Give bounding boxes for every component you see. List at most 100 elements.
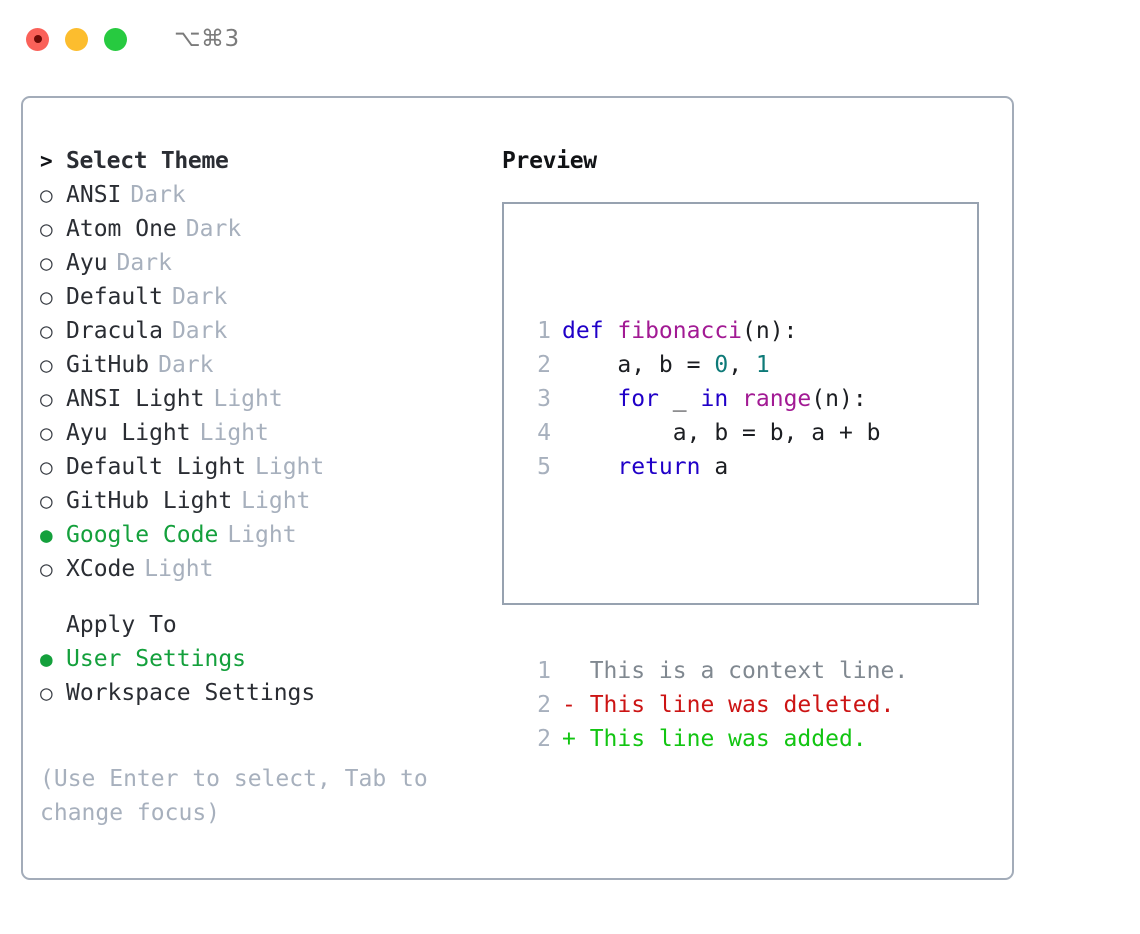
theme-variant-tag: Dark xyxy=(171,284,228,310)
diff-line: 1 This is a context line. xyxy=(522,654,908,688)
code-token-plain xyxy=(562,386,617,412)
code-token-plain xyxy=(562,454,617,480)
diff-line-text: - This line was deleted. xyxy=(562,692,895,718)
theme-option-label: XCode xyxy=(66,556,136,582)
code-line-text: for _ in range(n): xyxy=(562,382,867,416)
code-line-number: 2 xyxy=(537,352,551,378)
code-token-kw: for xyxy=(617,386,659,412)
diff-line-text: This is a context line. xyxy=(562,658,909,684)
theme-variant-tag: Dark xyxy=(185,216,242,242)
theme-option-label: ANSI Light xyxy=(66,386,205,412)
theme-variant-tag: Light xyxy=(144,556,214,582)
code-line-text: a, b = b, a + b xyxy=(562,416,881,450)
radio-unselected-icon: ○ xyxy=(40,421,53,445)
radio-unselected-icon: ○ xyxy=(40,285,53,309)
preview-title: Preview xyxy=(502,148,597,174)
theme-option-label: Google Code xyxy=(66,522,219,548)
theme-option-row[interactable]: ○ Default Dark xyxy=(40,284,500,318)
apply-to-option-label: User Settings xyxy=(66,646,247,672)
radio-unselected-icon: ○ xyxy=(40,251,53,275)
code-line-number: 1 xyxy=(537,318,551,344)
theme-option-label: Ayu xyxy=(66,250,108,276)
apply-to-option-label: Workspace Settings xyxy=(66,680,316,706)
close-dot-inner xyxy=(33,35,42,43)
theme-option-label: GitHub Light xyxy=(66,488,233,514)
code-token-kw: in xyxy=(700,386,729,412)
code-token-plain: (n): xyxy=(811,386,867,412)
theme-option-row[interactable]: ○ GitHub Light Light xyxy=(40,488,500,522)
radio-selected-icon: ● xyxy=(40,647,53,671)
radio-unselected-icon: ○ xyxy=(40,183,53,207)
code-token-plain xyxy=(728,386,742,412)
code-token-plain: a xyxy=(700,454,729,480)
minimize-window-icon[interactable] xyxy=(65,27,88,51)
zoom-window-icon[interactable] xyxy=(104,27,127,51)
traffic-light-buttons xyxy=(26,27,127,51)
theme-option-row[interactable]: ○ ANSI Light Light xyxy=(40,386,500,420)
code-line-number: 3 xyxy=(537,386,551,412)
theme-option-label: Dracula xyxy=(66,318,163,344)
code-line: 4 a, b = b, a + b xyxy=(522,416,908,450)
code-token-kw: def xyxy=(562,318,618,344)
radio-selected-icon: ● xyxy=(40,523,53,547)
theme-variant-tag: Light xyxy=(213,386,283,412)
code-token-kw: return xyxy=(617,454,701,480)
theme-option-label: Atom One xyxy=(66,216,177,242)
code-token-plain: (n): xyxy=(742,318,798,344)
theme-variant-tag: Light xyxy=(199,420,269,446)
select-theme-header: > Select Theme xyxy=(40,148,500,182)
keyboard-hint-text: (Use Enter to select, Tab to change focu… xyxy=(40,766,442,826)
code-token-fn: range xyxy=(742,386,812,412)
code-blank-line xyxy=(522,552,908,586)
theme-option-row[interactable]: ○ Default Light Light xyxy=(40,454,500,488)
theme-variant-tag: Light xyxy=(255,454,325,480)
keyboard-shortcut-label: ⌥⌘3 xyxy=(174,26,240,52)
theme-option-label: Default xyxy=(66,284,163,310)
radio-unselected-icon: ○ xyxy=(40,455,53,479)
diff-line-text: + This line was added. xyxy=(562,726,867,752)
code-token-plain: a, b = xyxy=(562,352,715,378)
diff-line-number: 2 xyxy=(537,726,551,752)
radio-unselected-icon: ○ xyxy=(40,489,53,513)
code-line: 5 return a xyxy=(522,450,908,484)
apply-to-option-row[interactable]: ○ Workspace Settings xyxy=(40,680,500,714)
theme-option-row[interactable]: ○ XCode Light xyxy=(40,556,500,590)
code-line-number: 4 xyxy=(537,420,551,446)
radio-unselected-icon: ○ xyxy=(40,557,53,581)
code-token-num: 1 xyxy=(755,352,770,378)
section-spacer xyxy=(40,590,500,612)
theme-variant-tag: Dark xyxy=(116,250,172,276)
code-token-plain: a, b = b, a + b xyxy=(562,420,881,446)
radio-unselected-icon: ○ xyxy=(40,319,53,343)
code-line-text: return a xyxy=(562,450,728,484)
apply-to-header: ○ Apply To xyxy=(40,612,500,646)
theme-option-label: Default Light xyxy=(66,454,247,480)
apply-to-title: Apply To xyxy=(66,612,177,638)
radio-unselected-icon: ○ xyxy=(40,387,53,411)
diff-line-list: 1 This is a context line. 2 - This line wa… xyxy=(522,654,908,756)
prompt-caret-icon: > xyxy=(40,149,53,173)
radio-unselected-icon: ○ xyxy=(40,681,53,705)
apply-to-option-row[interactable]: ● User Settings xyxy=(40,646,500,680)
theme-option-label: ANSI xyxy=(66,182,122,208)
theme-variant-tag: Light xyxy=(241,488,311,514)
diff-line-number: 1 xyxy=(537,658,551,684)
theme-option-row[interactable]: ○ Ayu Dark xyxy=(40,250,500,284)
close-window-icon[interactable] xyxy=(26,27,49,51)
theme-variant-tag: Dark xyxy=(158,352,214,378)
code-line-text: a, b = 0, 1 xyxy=(562,348,770,382)
radio-unselected-icon: ○ xyxy=(40,353,53,377)
